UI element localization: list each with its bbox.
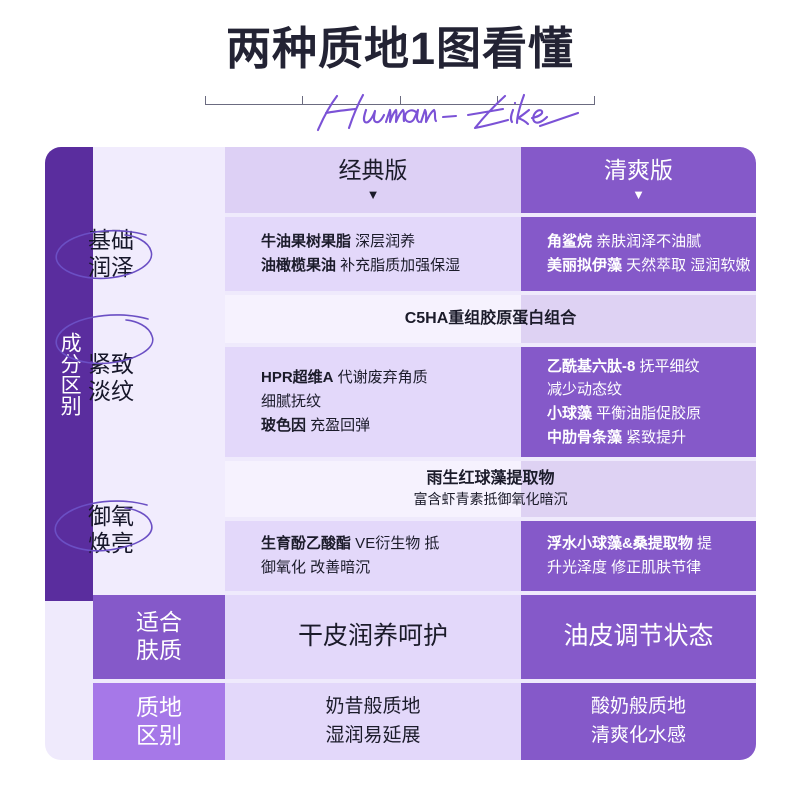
- band-c5ha-title-wrap: C5HA重组胶原蛋白组合: [225, 295, 756, 343]
- cell-fresh-base-moisture: 角鲨烷 亲肤润泽不油腻 美丽拟伊藻 天然萃取 湿润软嫩: [521, 217, 756, 291]
- band-haematococcus-right: [521, 461, 756, 517]
- cell-text: 油皮调节状态: [563, 622, 714, 651]
- rule-tick: [302, 96, 303, 105]
- row-label-firming: 紧致 淡纹: [45, 299, 177, 457]
- comparison-table: 成分区别 经典版 ▼ 清爽版 ▼ 基础 润泽 牛油果树果脂 深层润养: [45, 147, 756, 760]
- band-haematococcus-sub: 富含虾青素抵御氧化暗沉: [413, 491, 568, 508]
- cell-text: 浮水小球藻&桑提取物 提 升光泽度 修正肌肤节律: [547, 535, 713, 576]
- column-header-fresh[interactable]: 清爽版 ▼: [521, 147, 756, 213]
- rule-tick: [205, 96, 206, 105]
- cell-classic-skin-type: 干皮润养呵护: [225, 595, 521, 679]
- band-c5ha-title: C5HA重组胶原蛋白组合: [404, 309, 577, 327]
- row-label-texture: 质地 区别: [93, 683, 225, 760]
- row-label-antioxidant: 御氧 焕亮: [45, 469, 177, 591]
- band-haematococcus-title: 雨生红球藻提取物: [426, 470, 555, 487]
- band-c5ha-left: [225, 295, 521, 343]
- cell-fresh-firming: 乙酰基六肽-8 抚平细纹 减少动态纹 小球藻 平衡油脂促胶原 中肋骨条藻 紧致提…: [521, 347, 756, 457]
- column-header-fresh-title: 清爽版: [604, 157, 673, 183]
- cell-text: 牛油果树果脂 深层润养 油橄榄果油 补充脂质加强保湿: [261, 233, 461, 274]
- chevron-down-icon: ▼: [366, 187, 380, 202]
- cell-classic-texture: 奶昔般质地 湿润易延展: [225, 683, 521, 760]
- header: 两种质地1图看懂: [0, 0, 800, 140]
- page-title: 两种质地1图看懂: [225, 23, 575, 74]
- cell-text: 乙酰基六肽-8 抚平细纹 减少动态纹 小球藻 平衡油脂促胶原 中肋骨条藻 紧致提…: [547, 357, 702, 446]
- cell-classic-base-moisture: 牛油果树果脂 深层润养 油橄榄果油 补充脂质加强保湿: [225, 217, 521, 291]
- cell-text: 干皮润养呵护: [297, 622, 448, 651]
- cell-text: 酸奶般质地 清爽化水感: [590, 696, 686, 746]
- band-haematococcus-left: [225, 461, 521, 517]
- cell-fresh-antioxidant: 浮水小球藻&桑提取物 提 升光泽度 修正肌肤节律: [521, 521, 756, 591]
- row-label-skin-type: 适合 肤质: [93, 595, 225, 679]
- cell-classic-antioxidant: 生育酚乙酸酯 VE衍生物 抵 御氧化 改善暗沉: [225, 521, 521, 591]
- chevron-down-icon: ▼: [632, 187, 645, 202]
- cell-classic-firming: HPR超维A 代谢废弃角质 细腻抚纹 玻色因 充盈回弹: [225, 347, 521, 457]
- script-subtitle: [0, 86, 800, 141]
- cell-text: HPR超维A 代谢废弃角质 细腻抚纹 玻色因 充盈回弹: [261, 369, 428, 434]
- rule-tick: [400, 96, 401, 105]
- column-header-classic-title: 经典版: [338, 157, 408, 183]
- cell-fresh-skin-type: 油皮调节状态: [521, 595, 756, 679]
- band-c5ha-right: [521, 295, 756, 343]
- column-header-classic[interactable]: 经典版 ▼: [225, 147, 521, 213]
- cell-text: 角鲨烷 亲肤润泽不油腻 美丽拟伊藻 天然萃取 湿润软嫩: [547, 233, 751, 274]
- rule-tick: [594, 96, 595, 105]
- cell-text: 奶昔般质地 湿润易延展: [325, 696, 421, 746]
- band-haematococcus-wrap: 雨生红球藻提取物 富含虾青素抵御氧化暗沉: [225, 461, 756, 517]
- rule-tick: [497, 96, 498, 105]
- cell-text: 生育酚乙酸酯 VE衍生物 抵 御氧化 改善暗沉: [261, 535, 440, 576]
- row-label-base-moisture: 基础 润泽: [45, 217, 177, 291]
- cell-fresh-texture: 酸奶般质地 清爽化水感: [521, 683, 756, 760]
